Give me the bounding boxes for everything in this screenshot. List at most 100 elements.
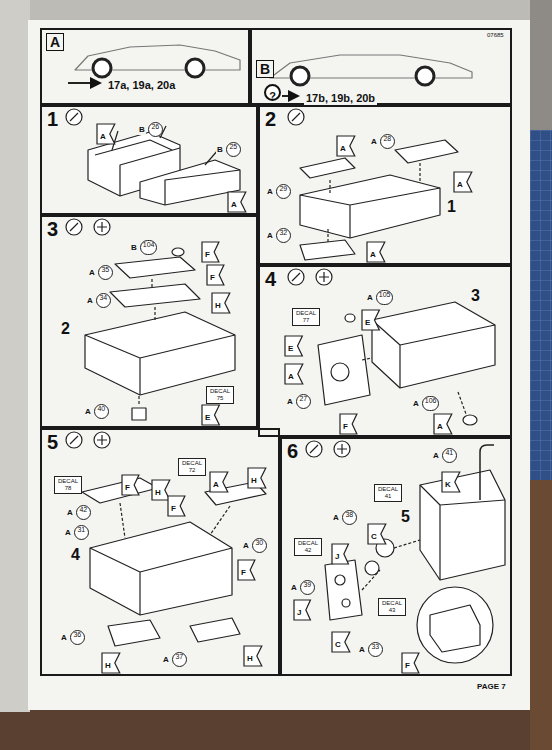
flag-outline: [337, 136, 355, 156]
flag-shape: [248, 468, 266, 488]
flag-shape: [228, 192, 246, 212]
figure-codes: 17b, 19b, 20b: [304, 92, 377, 105]
sprue-letter: J: [297, 608, 301, 617]
part-number: 36: [70, 630, 85, 645]
sprue-letter: F: [171, 504, 176, 513]
flag-outline: [248, 468, 266, 488]
flag-outline: [332, 632, 350, 652]
step-number: 6: [285, 440, 300, 462]
sprue-letter: C: [371, 532, 377, 541]
sprue-flag: F: [168, 496, 185, 516]
sprue-flag: A: [434, 414, 452, 434]
sprue-letter: A: [340, 144, 346, 153]
sprue-letter: A: [100, 132, 106, 141]
part-number: 35: [98, 265, 113, 280]
assembly-number: 3: [470, 287, 481, 305]
sprue-letter: F: [205, 250, 210, 259]
variant-query: ?: [264, 84, 281, 101]
sprue-flag: H: [212, 293, 230, 313]
flag-outline: [285, 336, 302, 356]
decal-callout: DECAL75: [206, 386, 234, 404]
part-number: 33: [368, 642, 383, 657]
step-panel: 2AA28A29AA32A: [258, 105, 512, 265]
sprue-flag: A: [337, 136, 355, 156]
assembly-number: 2: [60, 320, 71, 338]
flag-outline: [202, 405, 219, 425]
sprue-letter: F: [241, 568, 246, 577]
decal-number: 42: [298, 547, 318, 554]
sprue-letter: A: [64, 528, 72, 538]
flag-shape: [454, 172, 472, 192]
sprue-letter: J: [335, 552, 339, 561]
sprue-letter: B: [138, 125, 146, 135]
sprue-flag: C: [332, 632, 350, 652]
part-callout: A38: [332, 510, 357, 525]
sprue-letter: F: [210, 273, 215, 282]
sprue-letter: E: [365, 318, 370, 327]
part-callout: A27: [286, 394, 311, 409]
sprue-letter: A: [437, 422, 443, 431]
part-number: 104: [140, 240, 158, 255]
step-number: 5: [45, 431, 60, 453]
part-callout: A29: [266, 184, 291, 199]
sprue-flag: E: [202, 405, 219, 425]
step-number: 1: [45, 108, 60, 130]
sprue-letter: F: [125, 483, 130, 492]
decal-word: DECAL: [382, 600, 402, 607]
decal-word: DECAL: [298, 540, 318, 547]
sprue-letter: A: [231, 200, 237, 209]
part-number: 39: [300, 580, 315, 595]
sprue-flag: J: [294, 600, 310, 620]
flag-outline: [434, 414, 452, 434]
flag-outline: [228, 192, 246, 212]
flag-outline: [122, 475, 139, 495]
sprue-flag: F: [340, 414, 357, 434]
flag-shape: [367, 242, 385, 262]
sprue-flag: A: [228, 192, 246, 212]
part-number: 34: [96, 293, 111, 308]
part-callout: A42: [66, 505, 91, 520]
decal-callout: DECAL41: [374, 484, 402, 502]
flag-outline: [442, 472, 460, 492]
step-number: 4: [263, 268, 278, 290]
step-panel: B17b, 19b, 20b?: [250, 28, 512, 105]
part-callout: B104: [130, 240, 157, 255]
sprue-flag: E: [285, 336, 302, 356]
step-number: 2: [263, 108, 278, 130]
sprue-flag: F: [207, 265, 224, 285]
sprue-flag: H: [248, 468, 266, 488]
part-number: 30: [252, 538, 267, 553]
flag-outline: [102, 653, 120, 673]
flag-shape: [207, 265, 224, 285]
flag-shape: [285, 336, 302, 356]
flag-shape: [152, 480, 170, 500]
part-callout: A40: [84, 404, 109, 419]
sprue-letter: A: [290, 583, 298, 593]
sprue-flag: A: [285, 364, 303, 384]
flag-outline: [202, 242, 219, 262]
sprue-letter: E: [205, 413, 210, 422]
flag-shape: [244, 646, 262, 666]
assembly-number: 4: [70, 546, 81, 564]
part-number: 40: [94, 404, 109, 419]
part-number: 42: [76, 505, 91, 520]
flag-shape: [202, 242, 219, 262]
sprue-letter: A: [370, 250, 376, 259]
flag-outline: [368, 524, 386, 544]
decal-number: 77: [296, 317, 316, 324]
flag-shape: [434, 414, 452, 434]
part-callout: A41: [432, 448, 457, 463]
assembly-number: 5: [400, 508, 411, 526]
flag-outline: [285, 364, 303, 384]
variant-letter: A: [46, 33, 64, 51]
decal-number: 78: [58, 485, 78, 492]
decal-callout: DECAL77: [292, 308, 320, 326]
decal-callout: DECAL43: [378, 598, 406, 616]
flag-shape: [202, 405, 219, 425]
figure-codes: 17a, 19a, 20a: [106, 79, 177, 92]
sprue-letter: A: [162, 655, 170, 665]
part-callout: A105: [366, 290, 393, 305]
part-callout: B25: [216, 142, 241, 157]
sprue-letter: A: [366, 293, 374, 303]
part-callout: A31: [64, 525, 89, 540]
